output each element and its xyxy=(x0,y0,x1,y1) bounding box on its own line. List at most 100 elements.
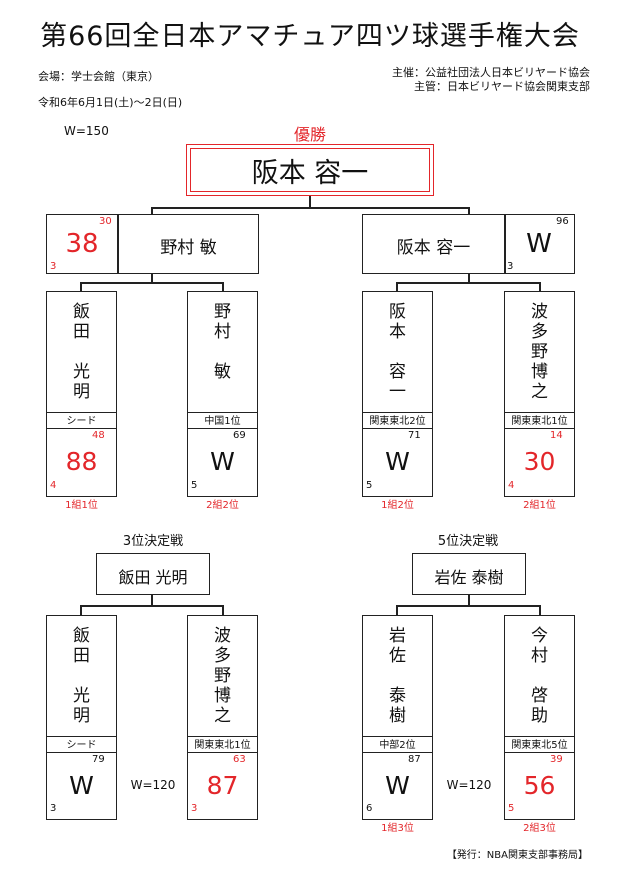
semi-1-place: 1組1位 xyxy=(65,500,98,511)
fifth-left-place: 1組3位 xyxy=(381,823,414,834)
win-note: W=150 xyxy=(64,124,109,138)
semi-2-name: 野村敏 xyxy=(214,302,231,382)
semi-player-3: 阪本容一 関東東北2位 W 71 5 xyxy=(362,291,433,497)
semi-4-score: 30 xyxy=(523,447,556,476)
semi-player-4: 波多野博之 関東東北1位 30 14 4 xyxy=(504,291,575,497)
bracket-line xyxy=(396,282,398,292)
fifth-winner-box: 岩佐 泰樹 xyxy=(412,553,526,595)
third-left-player: 飯田光明 シード W 79 3 xyxy=(46,615,117,820)
fifth-right-top: 39 xyxy=(550,754,563,765)
semi-1-name: 飯田光明 xyxy=(73,302,90,402)
organizer: 主催：公益社団法人日本ビリヤード協会 xyxy=(392,66,590,79)
bracket-line xyxy=(396,605,398,616)
bracket-line xyxy=(468,274,470,283)
fifth-right-name: 今村啓助 xyxy=(531,626,548,726)
fifth-right-place: 2組3位 xyxy=(523,823,556,834)
bracket-line xyxy=(151,274,153,283)
third-left-bottom: 3 xyxy=(50,803,57,814)
semi-1-top: 48 xyxy=(92,430,105,441)
final-left-top: 30 xyxy=(99,216,112,227)
semi-4-bottom: 4 xyxy=(508,480,515,491)
bracket-line xyxy=(151,207,153,215)
semi-3-name: 阪本容一 xyxy=(389,302,406,402)
semi-player-1: 飯田光明 シード 88 48 4 xyxy=(46,291,117,497)
third-right-score: 87 xyxy=(206,771,239,800)
venue: 会場：学士会館（東京） xyxy=(38,70,159,83)
semi-2-place: 2組2位 xyxy=(206,500,239,511)
fifth-left-player: 岩佐泰樹 中部2位 W 87 6 xyxy=(362,615,433,820)
bracket-line xyxy=(151,207,469,209)
fifth-left-name: 岩佐泰樹 xyxy=(389,626,406,726)
fifth-right-aff: 関東東北5位 xyxy=(505,736,574,753)
final-left: 38 30 3 野村 敏 xyxy=(46,214,259,274)
final-right-name: 阪本 容一 xyxy=(396,238,471,258)
semi-2-score: W xyxy=(210,447,235,476)
bracket-line xyxy=(80,605,223,607)
semi-2-top: 69 xyxy=(233,430,246,441)
page-title: 第66回全日本アマチュア四ツ球選手権大会 xyxy=(40,21,580,52)
fifth-right-score: 56 xyxy=(523,771,556,800)
bracket-line xyxy=(468,207,470,215)
third-right-name: 波多野博之 xyxy=(214,626,231,726)
semi-3-aff: 関東東北2位 xyxy=(363,412,432,429)
semi-3-bottom: 5 xyxy=(366,480,373,491)
final-right-score: W xyxy=(526,229,552,259)
third-left-top: 79 xyxy=(92,754,105,765)
semi-2-aff: 中国1位 xyxy=(188,412,257,429)
semi-3-score: W xyxy=(385,447,410,476)
bracket-line xyxy=(80,605,82,616)
final-right-bottom: 3 xyxy=(507,261,514,272)
semi-4-name: 波多野博之 xyxy=(531,302,548,402)
third-right-aff: 関東東北1位 xyxy=(188,736,257,753)
semi-2-bottom: 5 xyxy=(191,480,198,491)
semi-4-top: 14 xyxy=(550,430,563,441)
bracket-line xyxy=(468,595,470,606)
third-left-score: W xyxy=(69,771,94,800)
fifth-left-score: W xyxy=(385,771,410,800)
bracket-line xyxy=(80,282,82,292)
final-left-score: 38 xyxy=(65,229,99,259)
semi-4-aff: 関東東北1位 xyxy=(505,412,574,429)
date: 令和6年6月1日(土)～2日(日) xyxy=(38,96,183,109)
manager: 主管：日本ビリヤード協会関東支部 xyxy=(414,80,590,93)
fifth-winner: 岩佐 泰樹 xyxy=(434,568,504,587)
champion-name: 阪本 容一 xyxy=(251,158,369,189)
final-right: 阪本 容一 W 96 3 xyxy=(362,214,575,274)
fifth-right-player: 今村啓助 関東東北5位 56 39 5 xyxy=(504,615,575,820)
semi-1-score: 88 xyxy=(65,447,98,476)
champion-box-outer: 阪本 容一 xyxy=(186,144,434,196)
semi-1-bottom: 4 xyxy=(50,480,57,491)
third-left-name: 飯田光明 xyxy=(73,626,90,726)
bracket-line xyxy=(539,282,541,292)
footer-publisher: 【発行：NBA関東支部事務局】 xyxy=(446,850,588,861)
final-right-top: 96 xyxy=(556,216,569,227)
bracket-line xyxy=(539,605,541,616)
third-winner-box: 飯田 光明 xyxy=(96,553,210,595)
bracket-line xyxy=(222,605,224,616)
fifth-left-aff: 中部2位 xyxy=(363,736,432,753)
semi-3-top: 71 xyxy=(408,430,421,441)
final-left-name: 野村 敏 xyxy=(160,238,217,258)
champion-label: 優勝 xyxy=(293,125,326,144)
bracket-line xyxy=(396,282,540,284)
fifth-label: 5位決定戦 xyxy=(437,534,499,549)
bracket-line xyxy=(222,282,224,292)
semi-player-2: 野村敏 中国1位 W 69 5 xyxy=(187,291,258,497)
third-winner: 飯田 光明 xyxy=(118,568,188,587)
bracket-line xyxy=(396,605,540,607)
final-left-bottom: 3 xyxy=(50,261,57,272)
bracket-line xyxy=(151,595,153,606)
fifth-note: W=120 xyxy=(446,778,492,792)
bracket-line xyxy=(309,196,311,208)
third-left-aff: シード xyxy=(47,736,116,753)
fifth-left-bottom: 6 xyxy=(366,803,373,814)
third-label: 3位決定戦 xyxy=(122,534,184,549)
third-right-top: 63 xyxy=(233,754,246,765)
semi-4-place: 2組1位 xyxy=(523,500,556,511)
fifth-left-top: 87 xyxy=(408,754,421,765)
third-right-bottom: 3 xyxy=(191,803,198,814)
semi-3-place: 1組2位 xyxy=(381,500,414,511)
fifth-right-bottom: 5 xyxy=(508,803,515,814)
third-right-player: 波多野博之 関東東北1位 87 63 3 xyxy=(187,615,258,820)
third-note: W=120 xyxy=(130,778,176,792)
